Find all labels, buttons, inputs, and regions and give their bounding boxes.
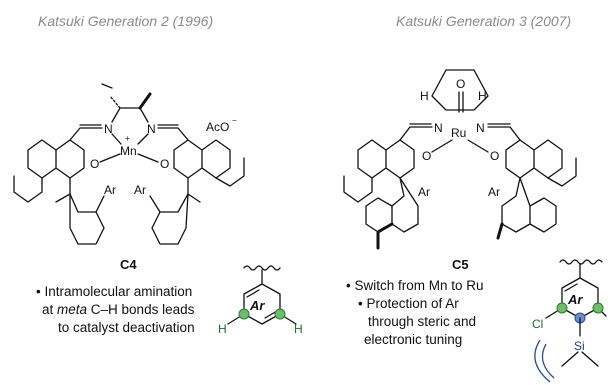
ar-right-c4: Ar — [134, 183, 146, 197]
o-right-c4: O — [160, 157, 169, 171]
ar-ring-label-left: Ar — [249, 298, 265, 313]
ring-marker-left — [556, 302, 568, 314]
counterion-c4: AcO — [206, 120, 229, 134]
structure-c4: N N Mn + AcO − O O Ar Ar — [13, 83, 245, 245]
meta-ch-marker-left — [238, 308, 250, 320]
structure-c5: H H O N N Ru O O Ar Ar — [343, 69, 577, 250]
note-right: • Switch from Mn to Ru • Protection of A… — [346, 278, 484, 347]
ar-right-c5: Ar — [488, 185, 500, 199]
charge-c4: + — [125, 134, 130, 143]
note-left-line-3: to catalyst deactivation — [58, 320, 195, 335]
h-right-c5: H — [478, 89, 487, 103]
left-title: Katsuki Generation 2 (1996) — [38, 13, 213, 29]
right-title: Katsuki Generation 3 (2007) — [396, 13, 571, 29]
note-left-line-1: • Intramolecular amination — [36, 284, 192, 299]
o-left-c4: O — [90, 157, 99, 171]
ar-left-c4: Ar — [104, 183, 116, 197]
note-right-line-1: • Switch from Mn to Ru — [346, 278, 484, 293]
note-right-line-3: through steric and — [368, 314, 476, 329]
note-right-line-4: electronic tuning — [364, 332, 462, 347]
note-left-line-2: at meta C–H bonds leads — [42, 302, 195, 317]
si-atom: Si — [574, 339, 585, 353]
metal-c5: Ru — [451, 126, 466, 140]
note-left: • Intramolecular amination at meta C–H b… — [36, 284, 195, 335]
n-right-c4: N — [147, 122, 156, 136]
o-right-c5: O — [490, 149, 499, 163]
aryl-ring-left: Ar H H — [218, 265, 303, 336]
metal-c4: Mn — [120, 144, 137, 158]
co-o: O — [456, 77, 465, 91]
counterion-charge-c4: − — [232, 116, 237, 125]
aryl-ring-right: Ar Cl Si — [532, 259, 607, 383]
ar-left-c5: Ar — [418, 185, 430, 199]
h-atom-right: H — [294, 322, 303, 336]
n-left-c5: N — [434, 121, 443, 135]
n-left-c4: N — [104, 122, 113, 136]
h-atom-left: H — [218, 322, 227, 336]
label-c5: C5 — [452, 257, 469, 272]
cl-atom: Cl — [532, 317, 543, 331]
label-c4: C4 — [120, 257, 137, 272]
h-left-c5: H — [420, 89, 429, 103]
meta-ch-marker-right — [274, 308, 286, 320]
note-right-line-2: • Protection of Ar — [358, 296, 459, 311]
o-left-c5: O — [422, 149, 431, 163]
ring-marker-right — [592, 302, 604, 314]
ar-ring-label-right: Ar — [567, 292, 583, 307]
meta-word: meta — [57, 302, 88, 317]
n-right-c5: N — [476, 121, 485, 135]
